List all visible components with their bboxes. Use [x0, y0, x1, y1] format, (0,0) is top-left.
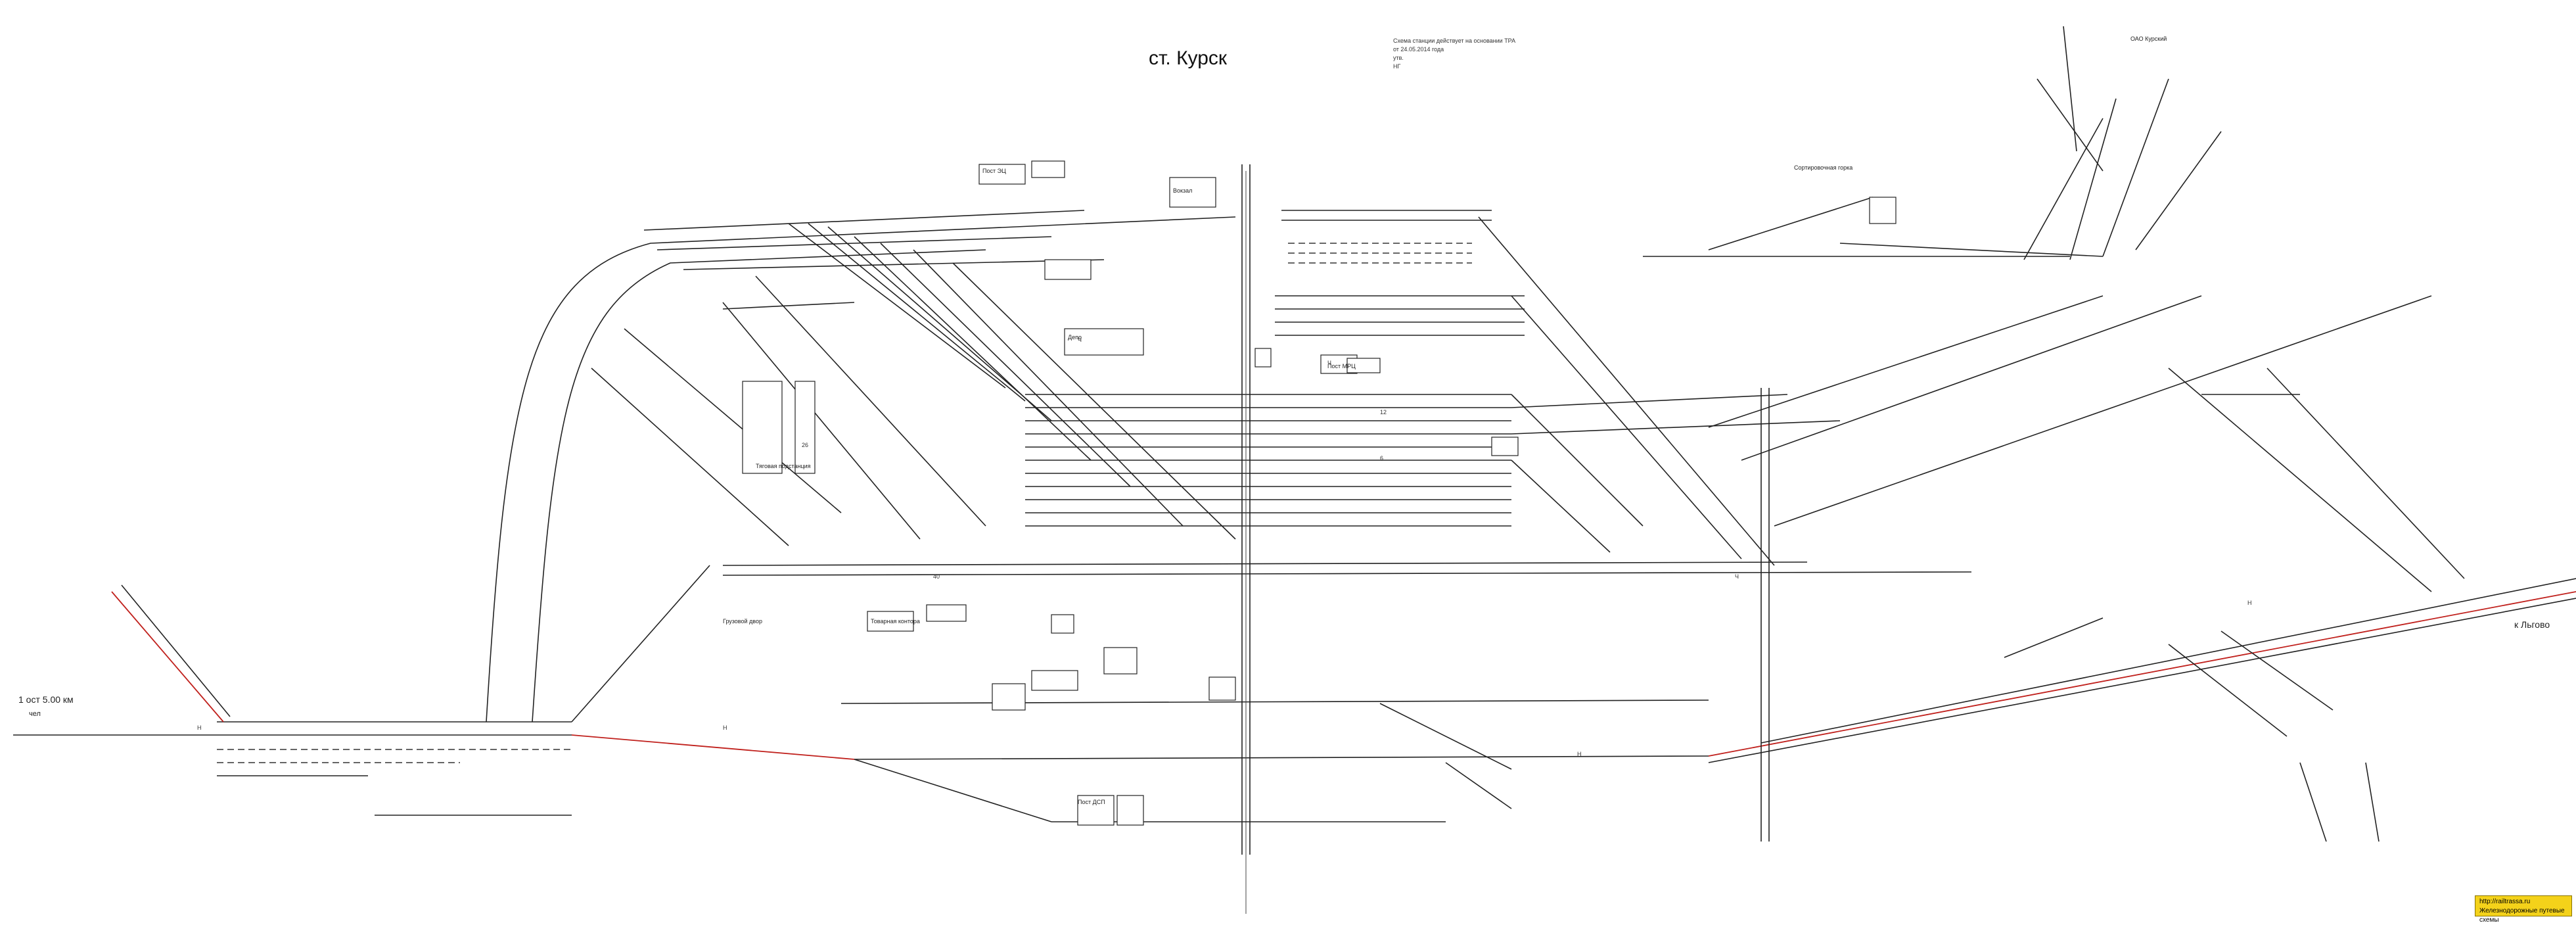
svg-text:Н: Н — [1577, 751, 1582, 757]
building-block — [1064, 328, 1144, 356]
left-edge-small: чел — [29, 710, 41, 718]
callout-label: Грузовой двор — [723, 618, 762, 625]
building-block — [1254, 348, 1272, 368]
svg-text:Н: Н — [2247, 600, 2252, 606]
watermark-caption: Железнодорожные путевые схемы — [2479, 907, 2565, 924]
svg-text:40: 40 — [933, 573, 940, 580]
callout-label: Пост ЭЦ — [982, 168, 1006, 174]
central-tracks — [1025, 164, 1841, 914]
notes-block: Схема станции действует на основании ТРА… — [1393, 37, 1515, 71]
callout-label: Тяговая подстанция — [756, 463, 811, 469]
building-block — [742, 381, 783, 474]
building-block — [1116, 795, 1144, 826]
callout-label: Пост ДСП — [1078, 799, 1105, 805]
building-block — [1491, 437, 1519, 456]
svg-text:6: 6 — [1380, 455, 1383, 462]
building-block — [1169, 177, 1216, 208]
left-edge-label: 1 ост 5.00 км — [18, 694, 74, 705]
building-block — [1077, 795, 1115, 826]
callout-label: Депо — [1068, 334, 1082, 341]
building-block — [1869, 197, 1897, 224]
watermark-url[interactable]: http://railtrassa.ru — [2479, 898, 2531, 905]
track-labels: 26 40 Ч Ч 12 6 Ч Н Н Н Н — [197, 337, 2252, 757]
callout-label: Вокзал — [1173, 187, 1193, 194]
buildings — [742, 160, 1897, 826]
svg-text:Ч: Ч — [1078, 337, 1082, 343]
right-yard — [1643, 26, 2465, 842]
callout-label: Сортировочная горка — [1794, 164, 1853, 171]
building-block — [794, 381, 816, 474]
svg-text:Н: Н — [723, 724, 727, 731]
svg-text:12: 12 — [1380, 409, 1387, 415]
svg-text:Ч: Ч — [1327, 360, 1331, 366]
building-block — [978, 164, 1026, 185]
callout-label: Товарная контора — [871, 618, 920, 625]
station-title: ст. Курск — [1149, 47, 1228, 69]
building-block — [992, 683, 1026, 711]
building-block — [1031, 670, 1078, 691]
railtrassa-watermark[interactable]: http://railtrassa.ru Железнодорожные пут… — [2475, 895, 2572, 924]
building-block — [1208, 676, 1236, 701]
building-block — [1346, 358, 1381, 373]
building-block — [926, 604, 967, 622]
svg-text:Ч: Ч — [1735, 573, 1739, 580]
note-line: Схема станции действует на основании ТРА — [1393, 37, 1516, 44]
left-approach — [111, 565, 1512, 822]
building-block — [867, 611, 914, 632]
right-edge-label: к Льгово — [2514, 619, 2550, 630]
callout-label: Пост МРЦ — [1327, 363, 1356, 369]
building-block — [1103, 647, 1138, 675]
svg-text:Н: Н — [197, 724, 202, 731]
note-line: НГ — [1393, 63, 1401, 70]
building-block — [1044, 259, 1092, 280]
note-line: утв. — [1393, 55, 1404, 61]
building-block — [1031, 160, 1065, 178]
note-line: от 24.05.2014 года — [1393, 46, 1444, 53]
main-tracks — [13, 561, 2576, 763]
top-right-label: ОАО Курский — [2130, 36, 2167, 42]
left-yard — [486, 210, 1236, 723]
svg-text:26: 26 — [802, 442, 808, 448]
building-block — [1051, 614, 1074, 634]
